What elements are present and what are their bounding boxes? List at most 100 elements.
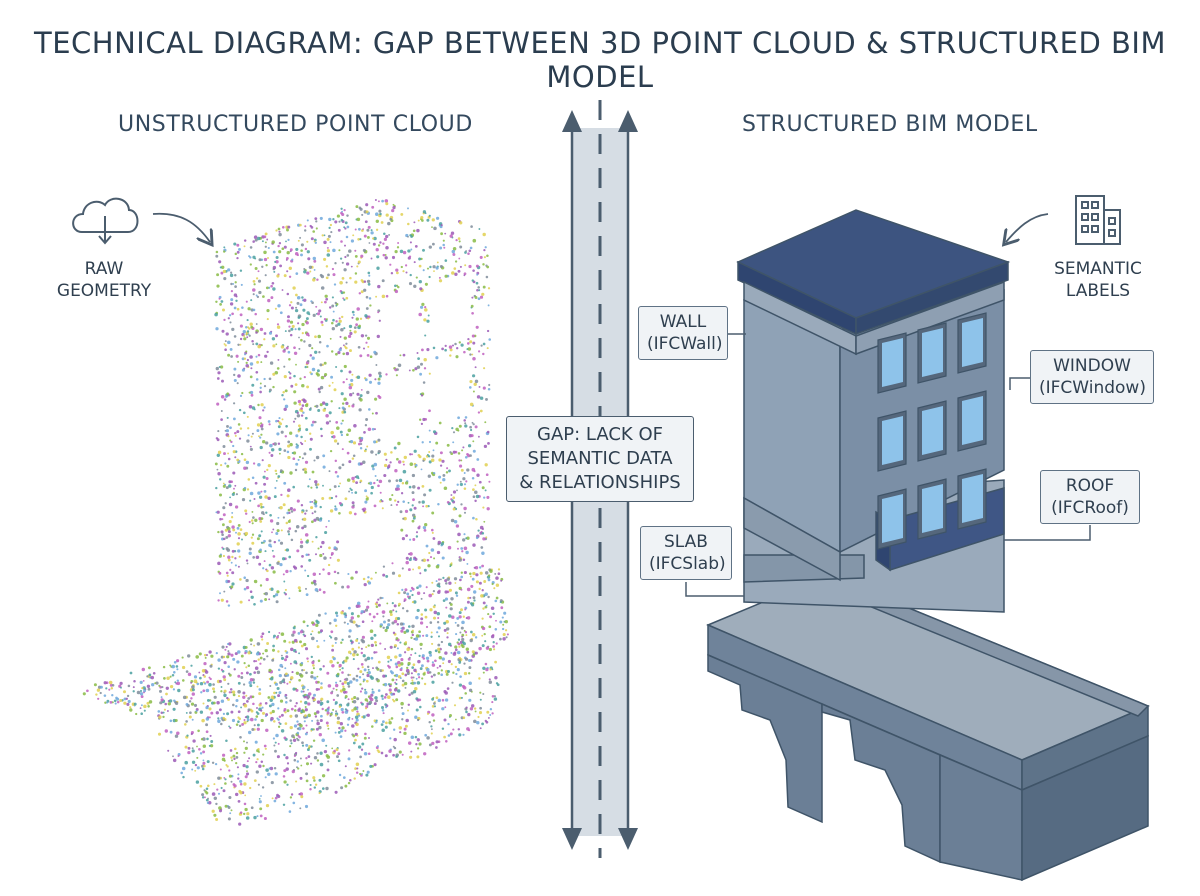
cloud-point (292, 508, 296, 512)
cloud-point (227, 452, 230, 455)
cloud-point (464, 416, 468, 419)
cloud-point (362, 509, 366, 512)
cloud-point (341, 277, 345, 280)
cloud-point (240, 283, 243, 286)
cloud-point (315, 404, 319, 408)
cloud-point (431, 454, 435, 458)
cloud-point (228, 484, 232, 488)
cloud-point (385, 202, 389, 206)
cloud-point (323, 234, 326, 237)
cloud-point (229, 347, 233, 351)
cloud-point (227, 435, 230, 438)
cloud-point (347, 572, 350, 576)
cloud-point (277, 227, 281, 231)
cloud-point (318, 588, 322, 591)
cloud-point (478, 228, 481, 230)
window-pane (962, 396, 983, 445)
cloud-point (482, 263, 485, 266)
cloud-point (465, 537, 468, 540)
cloud-point (287, 520, 291, 523)
cloud-point (293, 374, 296, 378)
cloud-point (411, 491, 415, 495)
cloud-point (464, 422, 467, 425)
cloud-point (370, 257, 373, 260)
cloud-point (216, 453, 220, 457)
cloud-point (331, 304, 335, 308)
cloud-point (355, 317, 359, 321)
cloud-point (318, 390, 321, 394)
cloud-point (227, 530, 231, 534)
cloud-point (247, 307, 251, 311)
cloud-point (411, 504, 414, 507)
cloud-point (412, 368, 415, 372)
raw-geometry-arrow (152, 212, 210, 242)
cloud-point (253, 602, 256, 606)
cloud-point (299, 236, 302, 239)
cloud-point (252, 343, 255, 346)
cloud-point (375, 411, 378, 415)
cloud-point (435, 266, 439, 270)
cloud-point (320, 427, 323, 431)
cloud-point (298, 336, 300, 339)
cloud-point (472, 543, 476, 547)
cloud-point (239, 343, 242, 346)
cloud-point (420, 468, 423, 471)
cloud-point (350, 378, 354, 382)
cloud-point (223, 537, 226, 541)
cloud-point (409, 552, 413, 556)
cloud-point (222, 547, 225, 551)
cloud-point (301, 511, 304, 514)
cloud-point (276, 529, 280, 533)
cloud-point (272, 287, 276, 291)
cloud-point (422, 525, 427, 530)
cloud-point (277, 516, 280, 519)
cloud-point (329, 556, 332, 559)
cloud-point (408, 369, 411, 372)
cloud-point (359, 238, 362, 241)
cloud-point (272, 528, 275, 531)
cloud-point (315, 516, 320, 521)
cloud-point (305, 317, 309, 321)
cloud-point (276, 323, 280, 326)
cloud-point (374, 198, 377, 202)
cloud-point (259, 548, 262, 552)
cloud-point (471, 477, 475, 480)
cloud-point (376, 255, 380, 259)
cloud-point (391, 494, 394, 497)
cloud-point (257, 279, 262, 283)
cloud-point (457, 452, 461, 455)
cloud-point (469, 386, 472, 389)
cloud-point (341, 419, 344, 422)
cloud-point (340, 369, 343, 373)
cloud-point (265, 286, 269, 290)
cloud-point (262, 440, 266, 444)
cloud-point (340, 240, 343, 243)
cloud-point (217, 530, 220, 534)
cloud-point (306, 366, 309, 368)
cloud-point (247, 333, 250, 336)
cloud-point (255, 355, 258, 358)
cloud-point (482, 537, 486, 541)
cloud-point (332, 310, 335, 313)
cloud-point (252, 462, 256, 465)
cloud-point (281, 557, 286, 561)
cloud-point (268, 563, 272, 567)
cloud-point (272, 442, 275, 446)
cloud-point (243, 239, 247, 242)
cloud-point (343, 364, 347, 369)
cloud-point (460, 343, 464, 347)
wall-tag: WALL (IFCWall) (638, 306, 728, 360)
cloud-point (227, 457, 231, 461)
cloud-point (239, 324, 243, 328)
cloud-point (266, 238, 269, 241)
cloud-point (484, 246, 487, 249)
cloud-point (443, 246, 446, 249)
cloud-point (256, 236, 261, 241)
cloud-point (222, 482, 225, 485)
cloud-point (301, 457, 304, 460)
cloud-point (390, 451, 393, 454)
cloud-point (259, 386, 262, 389)
cloud-point (278, 452, 281, 455)
cloud-point (290, 306, 294, 310)
cloud-point (363, 582, 367, 587)
